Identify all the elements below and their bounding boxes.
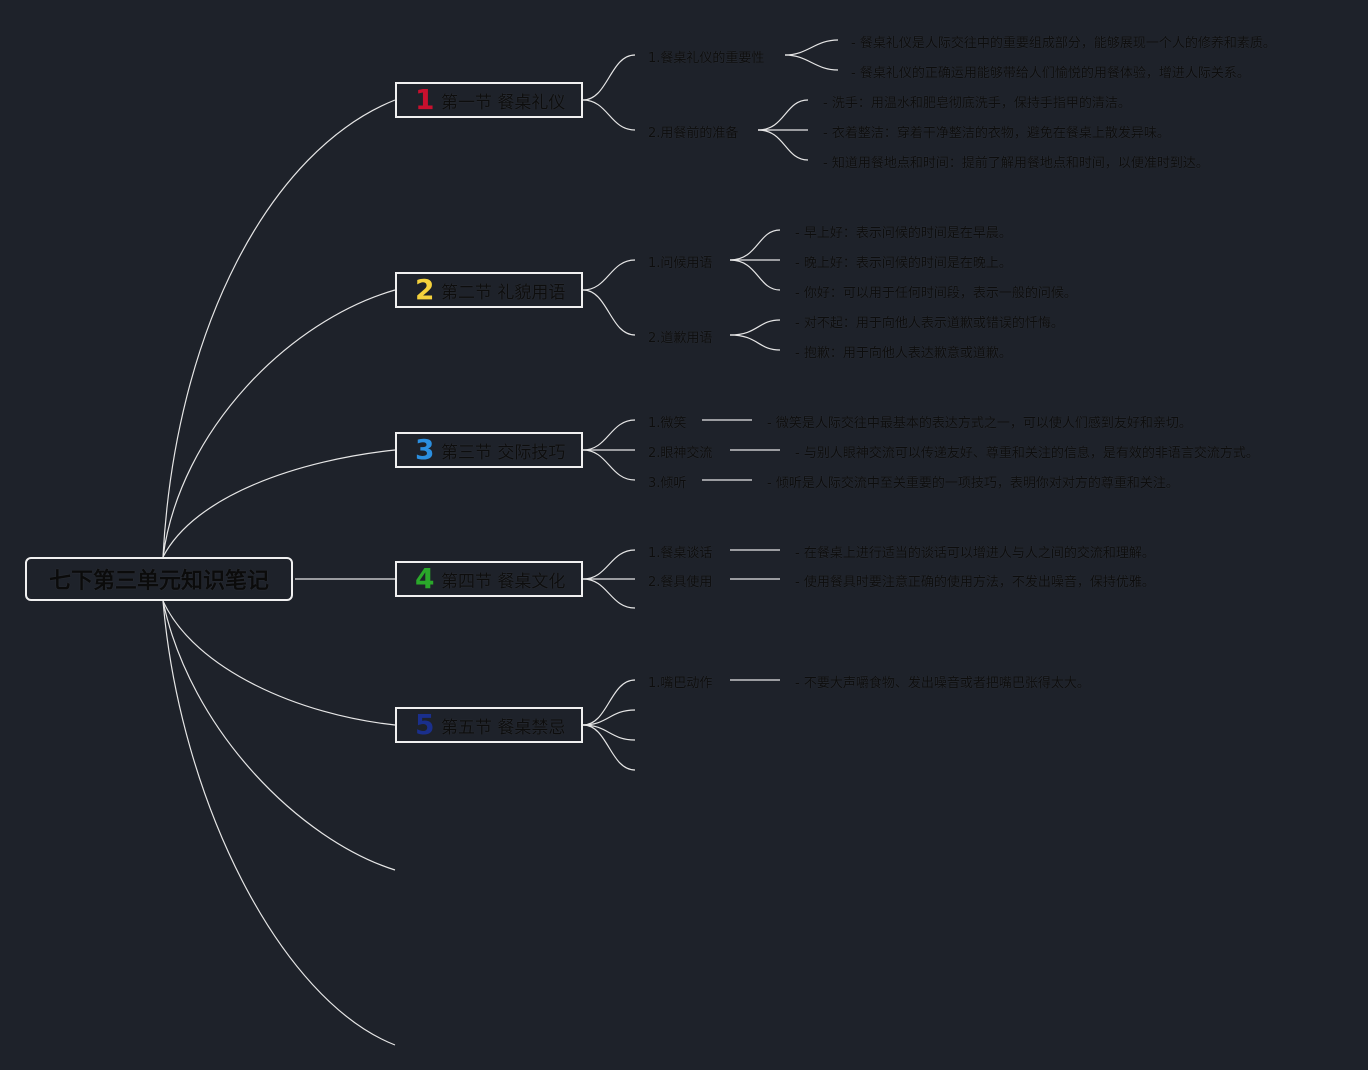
root-title: 七下第三单元知识笔记	[48, 569, 269, 594]
section-number-5: 5	[415, 708, 435, 741]
leaf-2-2-2: - 抱歉：用于向他人表达歉意或道歉。	[795, 346, 1012, 361]
section-node-5[interactable]: 5 第五节 餐桌禁忌	[395, 707, 583, 743]
leaf-3-2-1: - 与别人眼神交流可以传递友好、尊重和关注的信息，是有效的非语言交流方式。	[795, 446, 1259, 461]
leaf-1-1-2: - 餐桌礼仪的正确运用能够带给人们愉悦的用餐体验，增进人际关系。	[851, 66, 1250, 81]
subtopic-2-1[interactable]: 1.问候用语	[648, 256, 713, 271]
subtopic-2-2[interactable]: 2.道歉用语	[648, 331, 713, 346]
section-title-2: 第二节 礼貌用语	[441, 282, 566, 303]
subtopic-5-1[interactable]: 1.嘴巴动作	[648, 676, 713, 691]
leaf-2-1-2: - 晚上好：表示问候的时间是在晚上。	[795, 256, 1012, 271]
leaf-3-1-1: - 微笑是人际交往中最基本的表达方式之一，可以使人们感到友好和亲切。	[767, 416, 1192, 431]
section-number-3: 3	[415, 433, 435, 466]
leaf-4-1-1: - 在餐桌上进行适当的谈话可以增进人与人之间的交流和理解。	[795, 546, 1155, 561]
section-number-1: 1	[415, 83, 435, 116]
leaf-1-1-1: - 餐桌礼仪是人际交往中的重要组成部分，能够展现一个人的修养和素质。	[851, 36, 1276, 51]
subtopic-4-1[interactable]: 1.餐桌谈话	[648, 546, 713, 561]
subtopic-3-1[interactable]: 1.微笑	[648, 416, 687, 431]
root-node[interactable]: 七下第三单元知识笔记	[25, 557, 293, 601]
leaf-1-2-1: - 洗手：用温水和肥皂彻底洗手，保持手指甲的清洁。	[823, 96, 1131, 111]
section-title-4: 第四节 餐桌文化	[441, 571, 566, 592]
leaf-2-2-1: - 对不起：用于向他人表示道歉或错误的忏悔。	[795, 316, 1064, 331]
section-number-4: 4	[415, 562, 435, 595]
section-node-3[interactable]: 3 第三节 交际技巧	[395, 432, 583, 468]
subtopic-1-1[interactable]: 1.餐桌礼仪的重要性	[648, 51, 765, 66]
section-title-5: 第五节 餐桌禁忌	[441, 717, 566, 738]
section-title-1: 第一节 餐桌礼仪	[441, 92, 566, 113]
subtopic-4-2[interactable]: 2.餐具使用	[648, 575, 713, 590]
leaf-1-2-3: - 知道用餐地点和时间：提前了解用餐地点和时间，以便准时到达。	[823, 156, 1209, 171]
section-title-3: 第三节 交际技巧	[441, 442, 566, 463]
section-node-2[interactable]: 2 第二节 礼貌用语	[395, 272, 583, 308]
subtopic-3-2[interactable]: 2.眼神交流	[648, 446, 713, 461]
subtopic-3-3[interactable]: 3.倾听	[648, 476, 687, 491]
leaf-5-1-1: - 不要大声嚼食物、发出噪音或者把嘴巴张得太大。	[795, 676, 1090, 691]
subtopic-1-2[interactable]: 2.用餐前的准备	[648, 126, 739, 141]
leaf-2-1-3: - 你好：可以用于任何时间段，表示一般的问候。	[795, 286, 1077, 301]
leaf-1-2-2: - 衣着整洁：穿着干净整洁的衣物，避免在餐桌上散发异味。	[823, 126, 1170, 141]
section-number-2: 2	[415, 273, 435, 306]
leaf-3-3-1: - 倾听是人际交流中至关重要的一项技巧，表明你对对方的尊重和关注。	[767, 476, 1179, 491]
section-node-1[interactable]: 1 第一节 餐桌礼仪	[395, 82, 583, 118]
section-node-4[interactable]: 4 第四节 餐桌文化	[395, 561, 583, 597]
leaf-2-1-1: - 早上好：表示问候的时间是在早晨。	[795, 226, 1012, 241]
leaf-4-2-1: - 使用餐具时要注意正确的使用方法，不发出噪音，保持优雅。	[795, 575, 1155, 590]
